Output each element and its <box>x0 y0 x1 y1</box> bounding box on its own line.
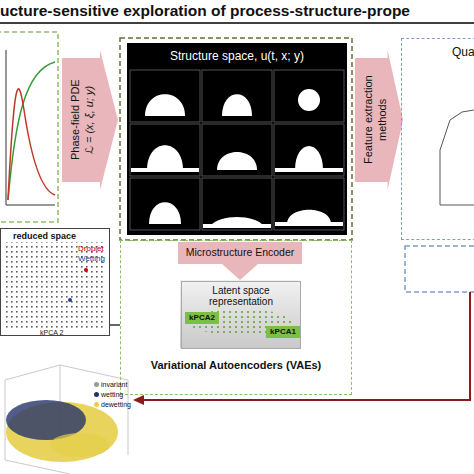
process-plot <box>0 32 58 222</box>
vae-panel: Variational Autoencoders (VAEs) Latent sp… <box>120 240 352 395</box>
connector-line <box>110 324 120 325</box>
process-arrow: Feature extraction methods <box>355 50 403 190</box>
node-text: ℒ = (x, ξ, u; y) <box>82 62 96 178</box>
node-text: Structure space, u(t, x; y) <box>127 49 347 63</box>
encoder-arrow: Microstructure Encoder <box>178 242 302 280</box>
vertical-text-group: Phase-field PDEℒ = (x, ξ, u; y) <box>65 62 99 178</box>
title-rule <box>0 22 474 24</box>
axis-tag: kPCA2 <box>185 312 219 324</box>
axis-tag: kPCA1 <box>266 326 300 338</box>
process-arrow: Phase-field PDEℒ = (x, ξ, u; y) <box>62 50 118 190</box>
node-text: Latent space representation <box>192 285 290 307</box>
node-text: reduced space <box>13 231 76 241</box>
node-text: Variational Autoencoders (VAEs) <box>121 359 351 371</box>
legend-swatch <box>94 402 99 407</box>
legend-swatch <box>94 382 99 387</box>
arrow-outline <box>178 242 302 280</box>
3d-scatter-plot <box>5 365 128 474</box>
figure-title: ucture-sensitive exploration of process-… <box>0 2 410 20</box>
legend-row: dewetting <box>94 400 131 409</box>
reduced-space-scatter <box>4 242 106 328</box>
legend-text: wetting <box>101 390 123 399</box>
node-text: Feature extraction methods <box>361 62 389 178</box>
arrow-outline <box>62 50 118 190</box>
legend-swatch <box>94 392 99 397</box>
node-text: kPCA2 <box>185 312 219 324</box>
node-text: Microstructure Encoder <box>178 246 302 258</box>
plot-label: Wetting <box>78 254 105 263</box>
legend-text: invariant <box>101 380 127 389</box>
node-text: kPCA1 <box>266 326 300 338</box>
microstructure-grid <box>130 70 344 230</box>
legend-row: invariant <box>94 380 127 389</box>
latent-space-box: Latent space representation kPCA2 kPCA1 <box>181 281 301 349</box>
node-text: Qua <box>452 45 474 59</box>
structure-space-box: Structure space, u(t, x; y) <box>127 43 347 235</box>
plot-label: kPCA 2 <box>40 329 63 336</box>
property-panel: Qua <box>401 38 474 240</box>
structure-panel <box>120 38 352 240</box>
structure-background <box>127 43 347 235</box>
vertical-text-group: Feature extraction methods <box>358 62 392 178</box>
legend-text: dewetting <box>101 400 131 409</box>
arrow-outline <box>355 50 403 190</box>
legend-row: wetting <box>94 390 123 399</box>
property-plot <box>405 110 474 292</box>
plot-label: Droplet <box>78 244 104 253</box>
node-text: Phase-field PDE <box>68 62 82 178</box>
droplet-shapes <box>131 89 343 228</box>
latent-space-illustration <box>180 280 300 348</box>
